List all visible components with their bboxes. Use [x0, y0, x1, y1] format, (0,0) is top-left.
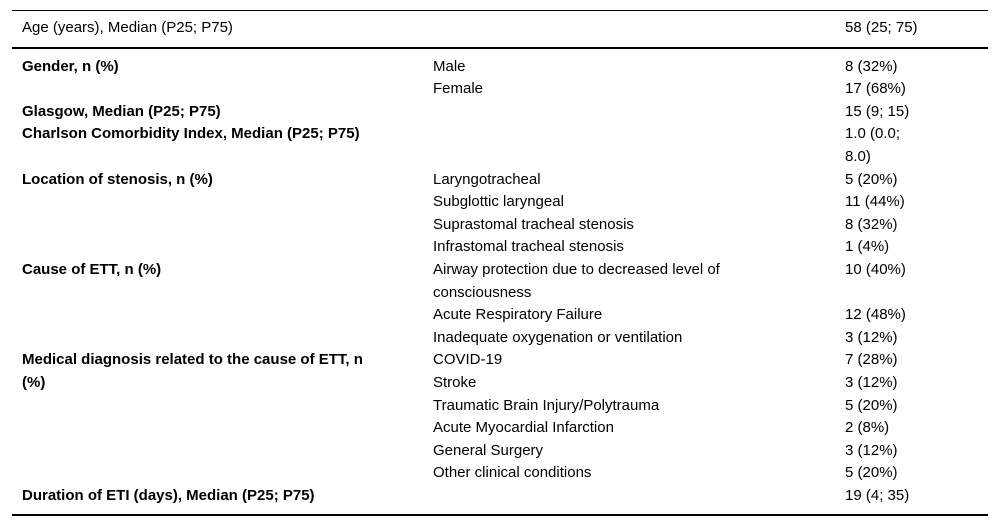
value-cell: 3 (12%) — [845, 328, 898, 346]
table-row: Female 17 (68%) — [12, 78, 988, 101]
table-row: Stroke 3 (12%) — [12, 372, 988, 395]
value-cell: 8 (32%) — [845, 57, 898, 75]
category-cell — [433, 101, 845, 124]
category-cell: General Surgery — [433, 441, 544, 459]
value-cell: 19 (4; 35) — [845, 486, 910, 504]
value-cell: 1.0 (0.0; 8.0) — [845, 125, 901, 165]
value-cell: 11 (44%) — [845, 193, 905, 211]
value-cell: 10 (40%) — [845, 260, 906, 278]
category-cell: Acute Myocardial Infarction — [433, 419, 614, 437]
value-cell: 3 (12%) — [845, 373, 898, 391]
table-row: Subglottic laryngeal 11 (44%) — [12, 191, 988, 214]
value-cell: 12 (48%) — [845, 306, 906, 324]
table-row: Suprastomal tracheal stenosis 8 (32%) — [12, 214, 988, 237]
table-row: Acute Respiratory Failure 12 (48%) — [12, 304, 988, 327]
variable-label: Cause of ETT, n (%) — [22, 260, 162, 278]
category-cell: Acute Respiratory Failure — [433, 306, 603, 324]
table-row: Location of stenosis, n (%) Laryngotrach… — [12, 169, 988, 192]
table-row: Infrastomal tracheal stenosis 1 (4%) — [12, 236, 988, 259]
table-row: General Surgery 3 (12%) — [12, 440, 988, 463]
table-row: Age (years), Median (P25; P75) 58 (25; 7… — [12, 10, 988, 48]
category-cell: Subglottic laryngeal — [433, 193, 564, 211]
value-cell: 5 (20%) — [845, 170, 898, 188]
value-cell: 5 (20%) — [845, 464, 898, 482]
category-cell: Other clinical conditions — [433, 464, 592, 482]
category-cell — [433, 123, 845, 168]
table-row: Charlson Comorbidity Index, Median (P25;… — [12, 123, 988, 168]
value-cell: 1 (4%) — [845, 238, 890, 256]
table-row: Acute Myocardial Infarction 2 (8%) — [12, 417, 988, 440]
table-row: Medical diagnosis related to the cause o… — [12, 349, 988, 391]
value-cell: 15 (9; 15) — [845, 102, 910, 120]
variable-label: Age (years), Median (P25; P75) — [22, 19, 233, 36]
category-cell — [433, 11, 845, 48]
table-row: Gender, n (%) Male 8 (32%) — [12, 48, 988, 79]
category-cell: Inadequate oxygenation or ventilation — [433, 328, 683, 346]
category-cell: Male — [433, 57, 466, 75]
variable-label: Duration of ETI (days), Median (P25; P75… — [22, 486, 315, 504]
category-cell: Female — [433, 80, 484, 98]
value-cell: 2 (8%) — [845, 419, 890, 437]
value-cell: 3 (12%) — [845, 441, 898, 459]
category-cell: Stroke — [433, 373, 477, 391]
patient-characteristics-table: Age (years), Median (P25; P75) 58 (25; 7… — [12, 10, 988, 516]
value-cell: 7 (28%) — [845, 351, 898, 369]
variable-label: Charlson Comorbidity Index, Median (P25;… — [22, 125, 360, 143]
category-cell: COVID-19 — [433, 351, 503, 369]
category-cell — [433, 485, 845, 516]
category-cell: Suprastomal tracheal stenosis — [433, 215, 634, 233]
variable-label: Gender, n (%) — [22, 57, 119, 75]
table-row: Cause of ETT, n (%) Airway protection du… — [12, 259, 988, 304]
category-cell: Laryngotracheal — [433, 170, 541, 188]
value-cell: 17 (68%) — [845, 80, 906, 98]
table-row: Traumatic Brain Injury/Polytrauma 5 (20%… — [12, 395, 988, 418]
value-cell: 8 (32%) — [845, 215, 898, 233]
variable-label: Location of stenosis, n (%) — [22, 170, 213, 188]
table-row: Inadequate oxygenation or ventilation 3 … — [12, 327, 988, 350]
table-row: Other clinical conditions 5 (20%) — [12, 462, 988, 485]
table-row: Glasgow, Median (P25; P75) 15 (9; 15) — [12, 101, 988, 124]
table-row: Duration of ETI (days), Median (P25; P75… — [12, 485, 988, 516]
value-cell: 5 (20%) — [845, 396, 898, 414]
variable-label: Glasgow, Median (P25; P75) — [22, 102, 221, 120]
category-cell: Traumatic Brain Injury/Polytrauma — [433, 396, 660, 414]
value-cell: 58 (25; 75) — [845, 19, 918, 36]
category-cell: Airway protection due to decreased level… — [433, 260, 720, 301]
category-cell: Infrastomal tracheal stenosis — [433, 238, 624, 256]
variable-label: Medical diagnosis related to the cause o… — [22, 351, 363, 391]
